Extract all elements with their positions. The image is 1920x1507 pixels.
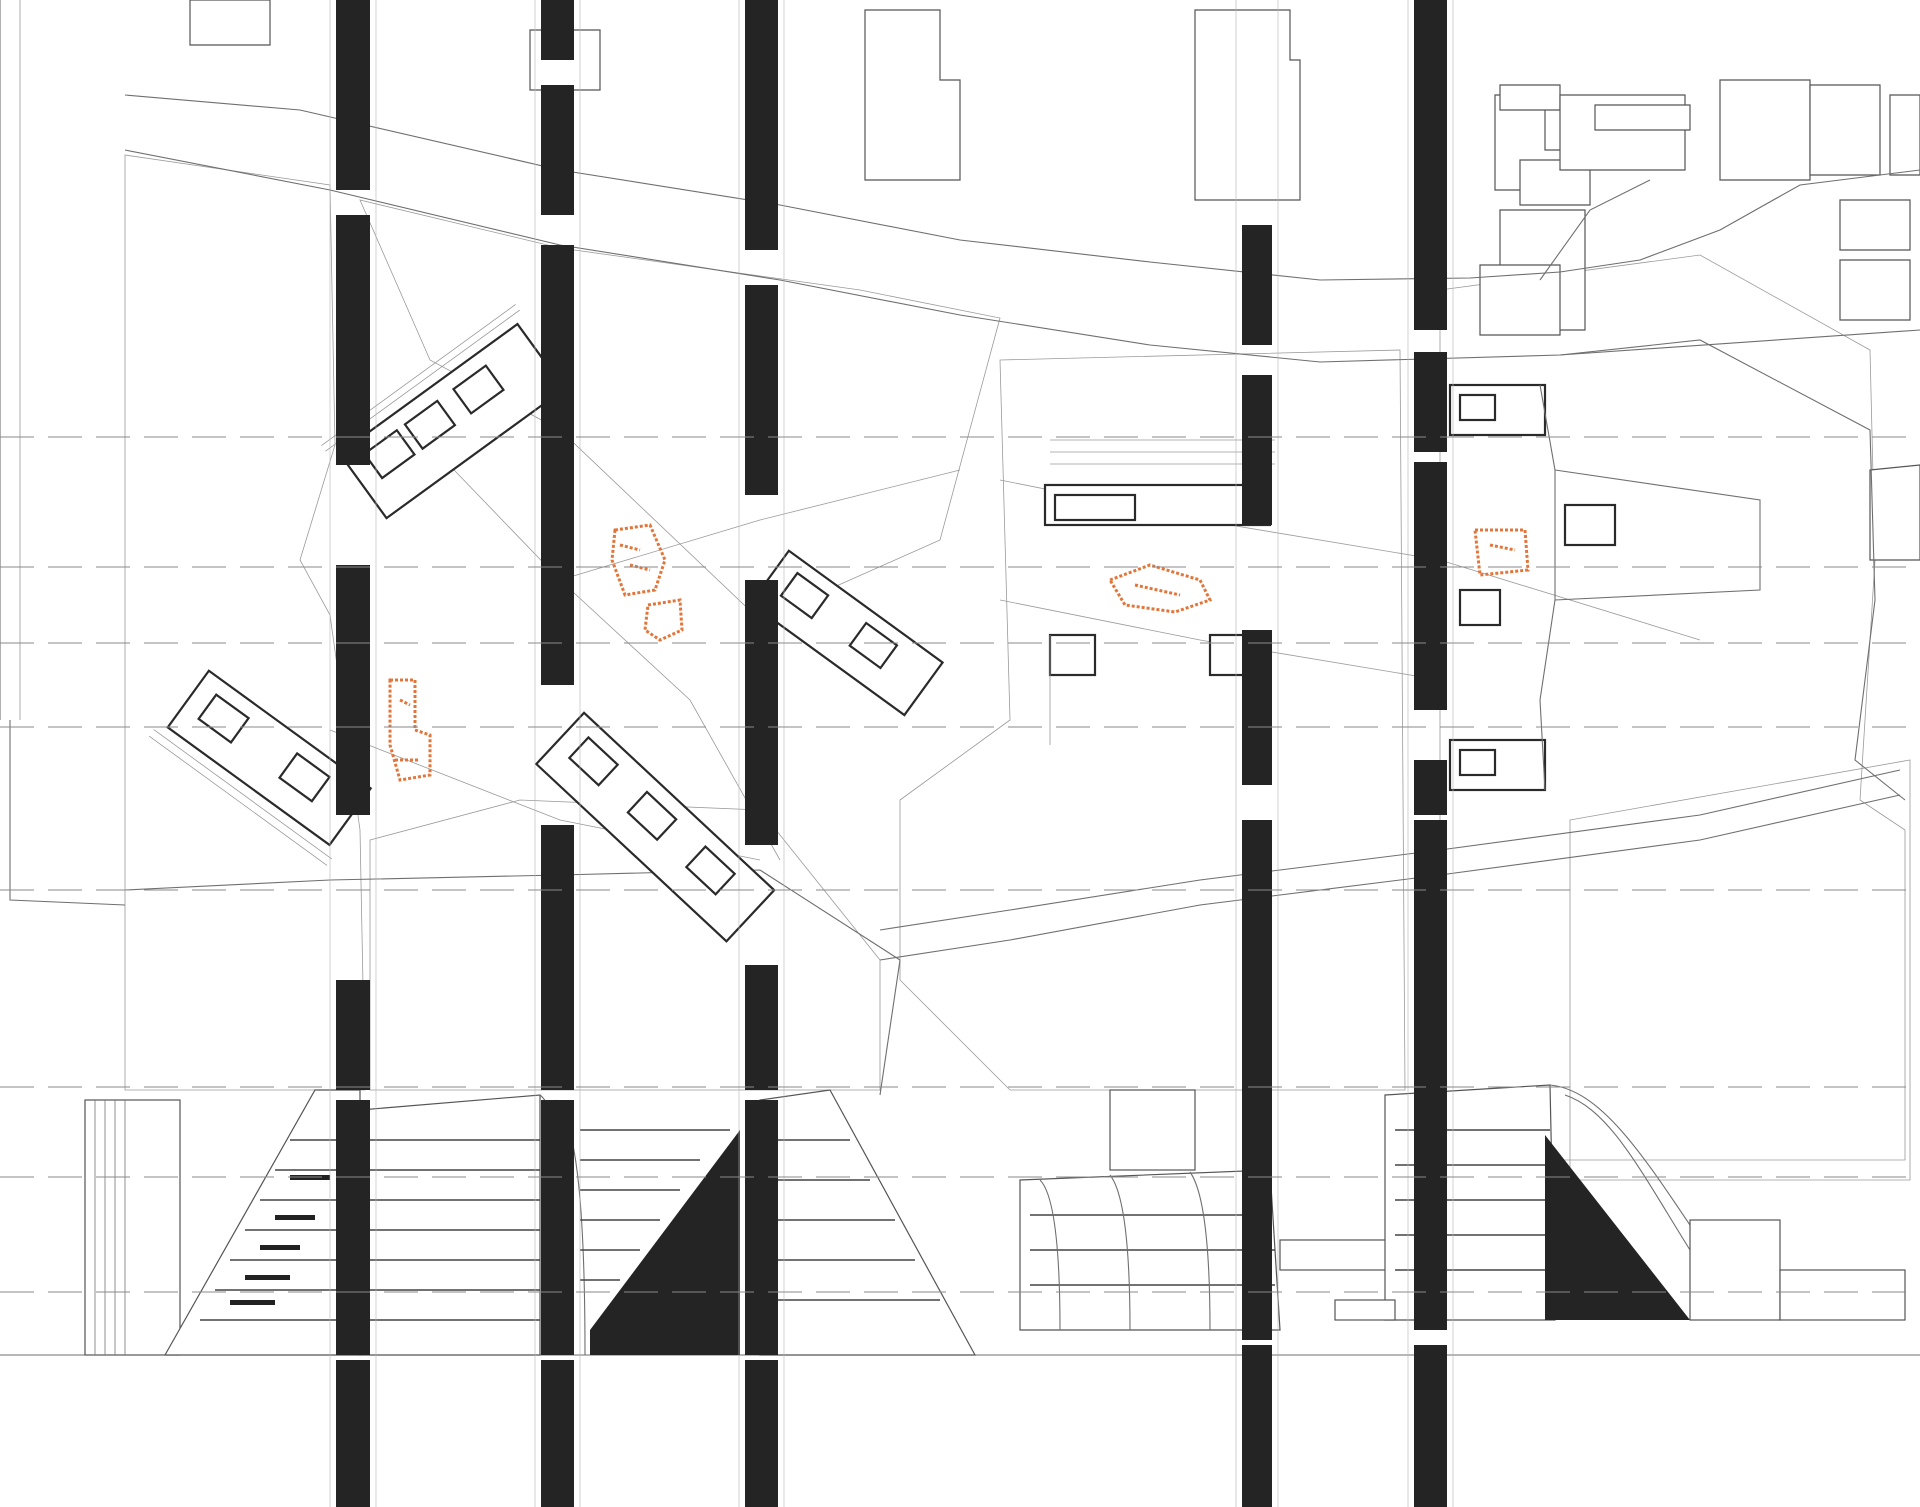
band-1-segment bbox=[336, 980, 370, 1090]
band-1-segment bbox=[336, 1360, 370, 1507]
band-2-segment bbox=[541, 0, 574, 60]
band-4-segment bbox=[1242, 375, 1272, 525]
building-section bbox=[0, 1084, 1920, 1356]
band-3-segment bbox=[745, 285, 778, 495]
band-2-segment bbox=[541, 1360, 574, 1507]
annotation-mark-3 bbox=[388, 678, 432, 782]
band-1-segment bbox=[336, 215, 370, 465]
annotation-mark-1 bbox=[610, 523, 667, 597]
band-3-segment bbox=[745, 1100, 778, 1355]
band-5-segment bbox=[1414, 1345, 1447, 1507]
band-2-segment bbox=[541, 1100, 574, 1355]
block-west bbox=[148, 669, 373, 866]
block-pavilion bbox=[1043, 439, 1275, 745]
section-east-dark-wedge bbox=[1545, 1135, 1690, 1320]
band-5-segment bbox=[1414, 820, 1447, 1330]
band-3-segment bbox=[745, 1360, 778, 1507]
context-buildings bbox=[189, 0, 1920, 561]
band-3-segment bbox=[745, 0, 778, 250]
block-east bbox=[1448, 383, 1761, 792]
landscape-zone-south-east bbox=[1569, 759, 1911, 1181]
landscape-zone-west bbox=[124, 154, 366, 1091]
section-east-mass bbox=[1384, 1084, 1556, 1321]
band-2-segment bbox=[541, 85, 574, 215]
datum-lines bbox=[0, 436, 1920, 1293]
band-1-segment bbox=[336, 1100, 370, 1355]
band-4-segment bbox=[1242, 630, 1272, 785]
band-4-segment bbox=[1242, 225, 1272, 345]
landscape-zone-middle bbox=[899, 349, 1406, 1091]
section-left-slab bbox=[84, 1099, 181, 1356]
section-main-block bbox=[359, 1094, 541, 1356]
landscape-zone-east bbox=[1439, 254, 1906, 1161]
block-center-diagonal bbox=[534, 711, 776, 943]
band-4-segment bbox=[1242, 1345, 1272, 1507]
band-1-segment bbox=[336, 0, 370, 190]
section-center-mass bbox=[759, 1089, 977, 1356]
band-5-segment bbox=[1414, 0, 1447, 330]
residential-blocks bbox=[148, 304, 1761, 943]
section-main-floors bbox=[370, 1139, 540, 1321]
vertical-bands bbox=[329, 0, 1454, 1507]
annotation-mark-5 bbox=[1473, 528, 1530, 577]
band-2-segment bbox=[541, 825, 574, 1090]
band-4-segment bbox=[1242, 820, 1272, 1340]
annotation-mark-4 bbox=[1107, 563, 1213, 614]
section-west-mass bbox=[163, 1089, 361, 1356]
band-1-segment bbox=[336, 565, 370, 815]
annotation-mark-2 bbox=[643, 598, 684, 642]
band-5-segment bbox=[1414, 462, 1447, 710]
band-3-segment bbox=[745, 580, 778, 845]
section-dark-wedge bbox=[590, 1130, 740, 1355]
band-3-segment bbox=[745, 965, 778, 1090]
band-2-segment bbox=[541, 245, 574, 685]
band-5-segment bbox=[1414, 352, 1447, 452]
band-5-segment bbox=[1414, 760, 1447, 815]
block-east-diagonal bbox=[749, 549, 945, 717]
annotation-marks bbox=[388, 523, 1530, 782]
landscape-zones bbox=[124, 154, 1911, 1181]
